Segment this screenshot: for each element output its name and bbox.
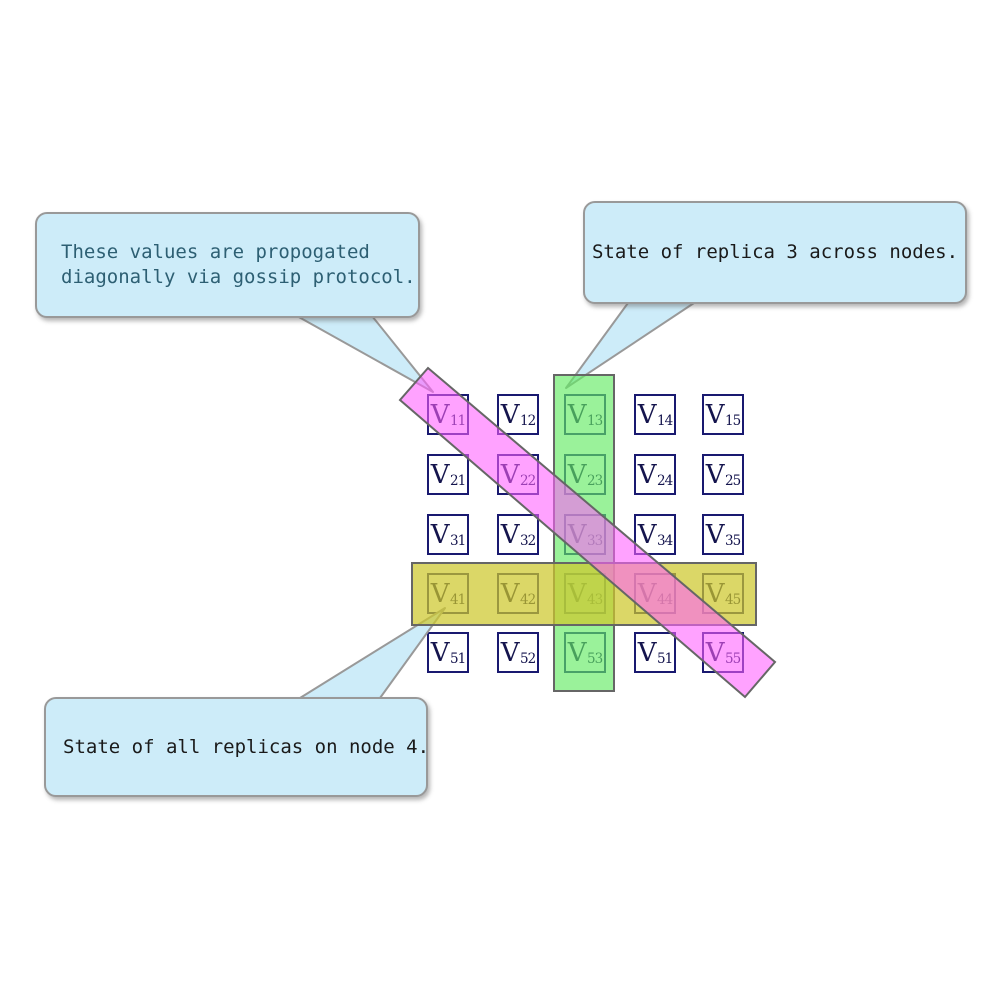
callout-node4-line-1: State of all replicas on node 4. (63, 735, 430, 758)
cell-subscript: 52 (520, 650, 536, 667)
cell-subscript: 33 (587, 532, 603, 549)
cell-subscript: 13 (587, 412, 603, 429)
cell-symbol: V (637, 637, 657, 668)
cell-symbol: V (430, 399, 450, 430)
cell-subscript: 14 (657, 412, 673, 429)
cell-symbol: V (705, 578, 725, 609)
cell-symbol: V (500, 519, 520, 550)
cell-symbol: V (637, 519, 657, 550)
cell-subscript: 45 (725, 591, 741, 608)
cell-symbol: V (500, 637, 520, 668)
cell-symbol: V (430, 519, 450, 550)
cell-subscript: 23 (587, 472, 603, 489)
cell-subscript: 31 (450, 532, 466, 549)
cell-symbol: V (500, 578, 520, 609)
cell-symbol: V (705, 399, 725, 430)
cell-symbol: V (567, 578, 587, 609)
cell-subscript: 41 (450, 591, 466, 608)
cell-symbol: V (430, 459, 450, 490)
callout-replica3-line-1: State of replica 3 across nodes. (591, 241, 959, 263)
cell-symbol: V (500, 459, 520, 490)
cell-subscript: 11 (450, 412, 466, 429)
cell-subscript: 53 (587, 650, 603, 667)
cell-subscript: 12 (520, 412, 536, 429)
cell-subscript: 32 (520, 532, 536, 549)
callout-gossip-line-1: These values are propogated (61, 241, 370, 263)
cell-subscript: 51 (657, 650, 673, 667)
cell-symbol: V (567, 637, 587, 668)
cell-symbol: V (567, 399, 587, 430)
cell-subscript: 55 (725, 650, 741, 667)
cell-subscript: 22 (520, 472, 536, 489)
cell-subscript: 35 (725, 532, 741, 549)
cell-symbol: V (637, 578, 657, 609)
cell-subscript: 15 (725, 412, 741, 429)
cell-symbol: V (430, 578, 450, 609)
cell-symbol: V (500, 399, 520, 430)
cell-symbol: V (567, 459, 587, 490)
cell-subscript: 21 (450, 472, 466, 489)
cell-symbol: V (705, 637, 725, 668)
cell-subscript: 51 (450, 650, 466, 667)
callout-node4: State of all replicas on node 4. (44, 697, 430, 797)
cell-symbol: V (705, 459, 725, 490)
cell-subscript: 43 (587, 591, 603, 608)
callout-gossip-line-2: diagonally via gossip protocol. (61, 266, 416, 288)
cell-subscript: 25 (725, 472, 741, 489)
cell-symbol: V (705, 519, 725, 550)
cell-symbol: V (637, 399, 657, 430)
cell-subscript: 34 (657, 532, 673, 549)
cell-subscript: 42 (520, 591, 536, 608)
cell-subscript: 24 (657, 472, 673, 489)
cell-symbol: V (567, 519, 587, 550)
cell-subscript: 44 (657, 591, 673, 608)
callout-replica3: State of replica 3 across nodes. (583, 201, 967, 304)
cell-symbol: V (637, 459, 657, 490)
callout-gossip: These values are propogated diagonally v… (35, 212, 420, 318)
cell-symbol: V (430, 637, 450, 668)
